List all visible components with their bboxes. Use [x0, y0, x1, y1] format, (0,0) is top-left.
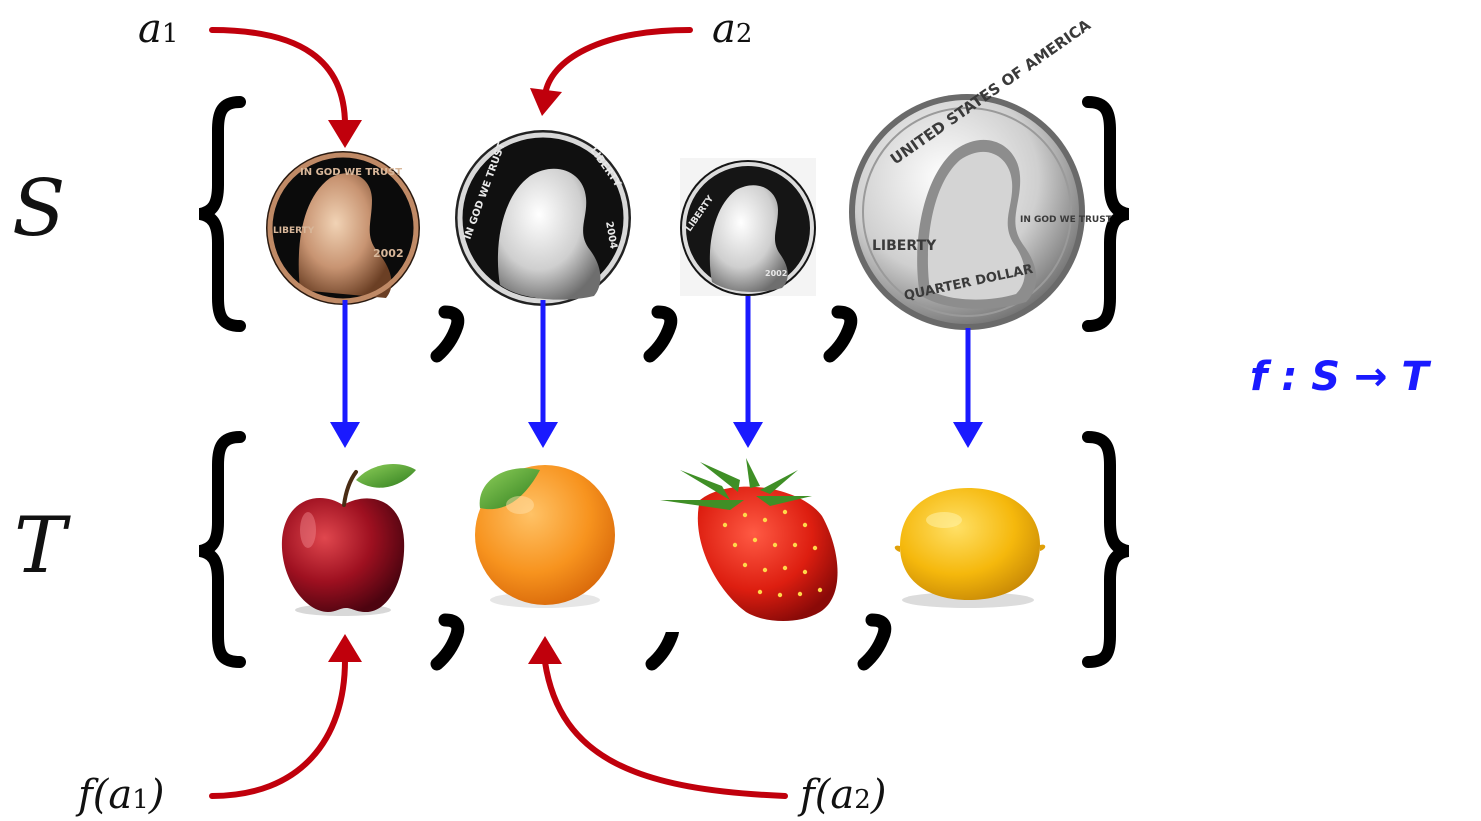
fa2-pointer-arrow: [542, 659, 788, 799]
pointer-arrows: [209, 27, 788, 799]
function-label: f : S → T: [1250, 354, 1431, 400]
a2-arrowhead: [530, 88, 562, 116]
map-arrowhead: [528, 422, 558, 448]
quarter-coin-image: UNITED STATES OF AMERICA LIBERTY QUARTER…: [849, 16, 1113, 330]
quarter-motto: IN GOD WE TRUST: [1020, 215, 1113, 225]
set-t-label: T: [14, 501, 71, 591]
set-s-commas: [430, 305, 858, 363]
a2-pointer-arrow: [542, 27, 693, 98]
comma-mark: [430, 305, 465, 363]
comma-mark: [823, 305, 858, 363]
a1-pointer-arrow: [209, 27, 348, 128]
nickel-year: 2004: [603, 221, 619, 250]
mapping-arrows: [330, 296, 983, 448]
nickel-coin-image: IN GOD WE TRUST LIBERTY 2004: [455, 130, 631, 306]
a2-label: a2: [712, 6, 752, 52]
a1-arrowhead: [328, 120, 362, 148]
set-s-label: S: [12, 164, 65, 254]
comma-mark: [430, 613, 465, 671]
fa1-arrowhead: [328, 634, 362, 662]
strawberry-image: [650, 452, 846, 632]
penny-coin-image: IN GOD WE TRUST LIBERTY 2002: [266, 151, 420, 305]
set-t-left-brace: [198, 431, 246, 668]
apple-image: [281, 464, 416, 616]
penny-word: LIBERTY: [273, 226, 315, 236]
fa2-arrowhead: [528, 636, 562, 664]
fa2-label: f(a2): [797, 772, 886, 818]
map-arrowhead: [733, 422, 763, 448]
comma-mark: [643, 305, 678, 363]
penny-year: 2002: [373, 247, 404, 260]
pointer-arrowheads: [328, 88, 562, 664]
dime-coin-image: LIBERTY 2002: [680, 158, 816, 296]
penny-legend: IN GOD WE TRUST: [300, 167, 402, 178]
map-arrowhead: [953, 422, 983, 448]
set-t-right-brace: [1082, 431, 1130, 668]
map-arrowhead: [330, 422, 360, 448]
set-s-left-brace: [198, 96, 246, 332]
fa1-label: f(a1): [75, 772, 164, 818]
lemon-image: [894, 488, 1046, 608]
quarter-word: LIBERTY: [872, 238, 937, 254]
orange-image: [475, 465, 615, 608]
fa1-pointer-arrow: [209, 657, 348, 799]
comma-mark: [857, 613, 892, 671]
a1-label: a1: [138, 6, 178, 52]
dime-year: 2002: [765, 269, 787, 278]
set-s-right-brace: [1082, 96, 1130, 332]
